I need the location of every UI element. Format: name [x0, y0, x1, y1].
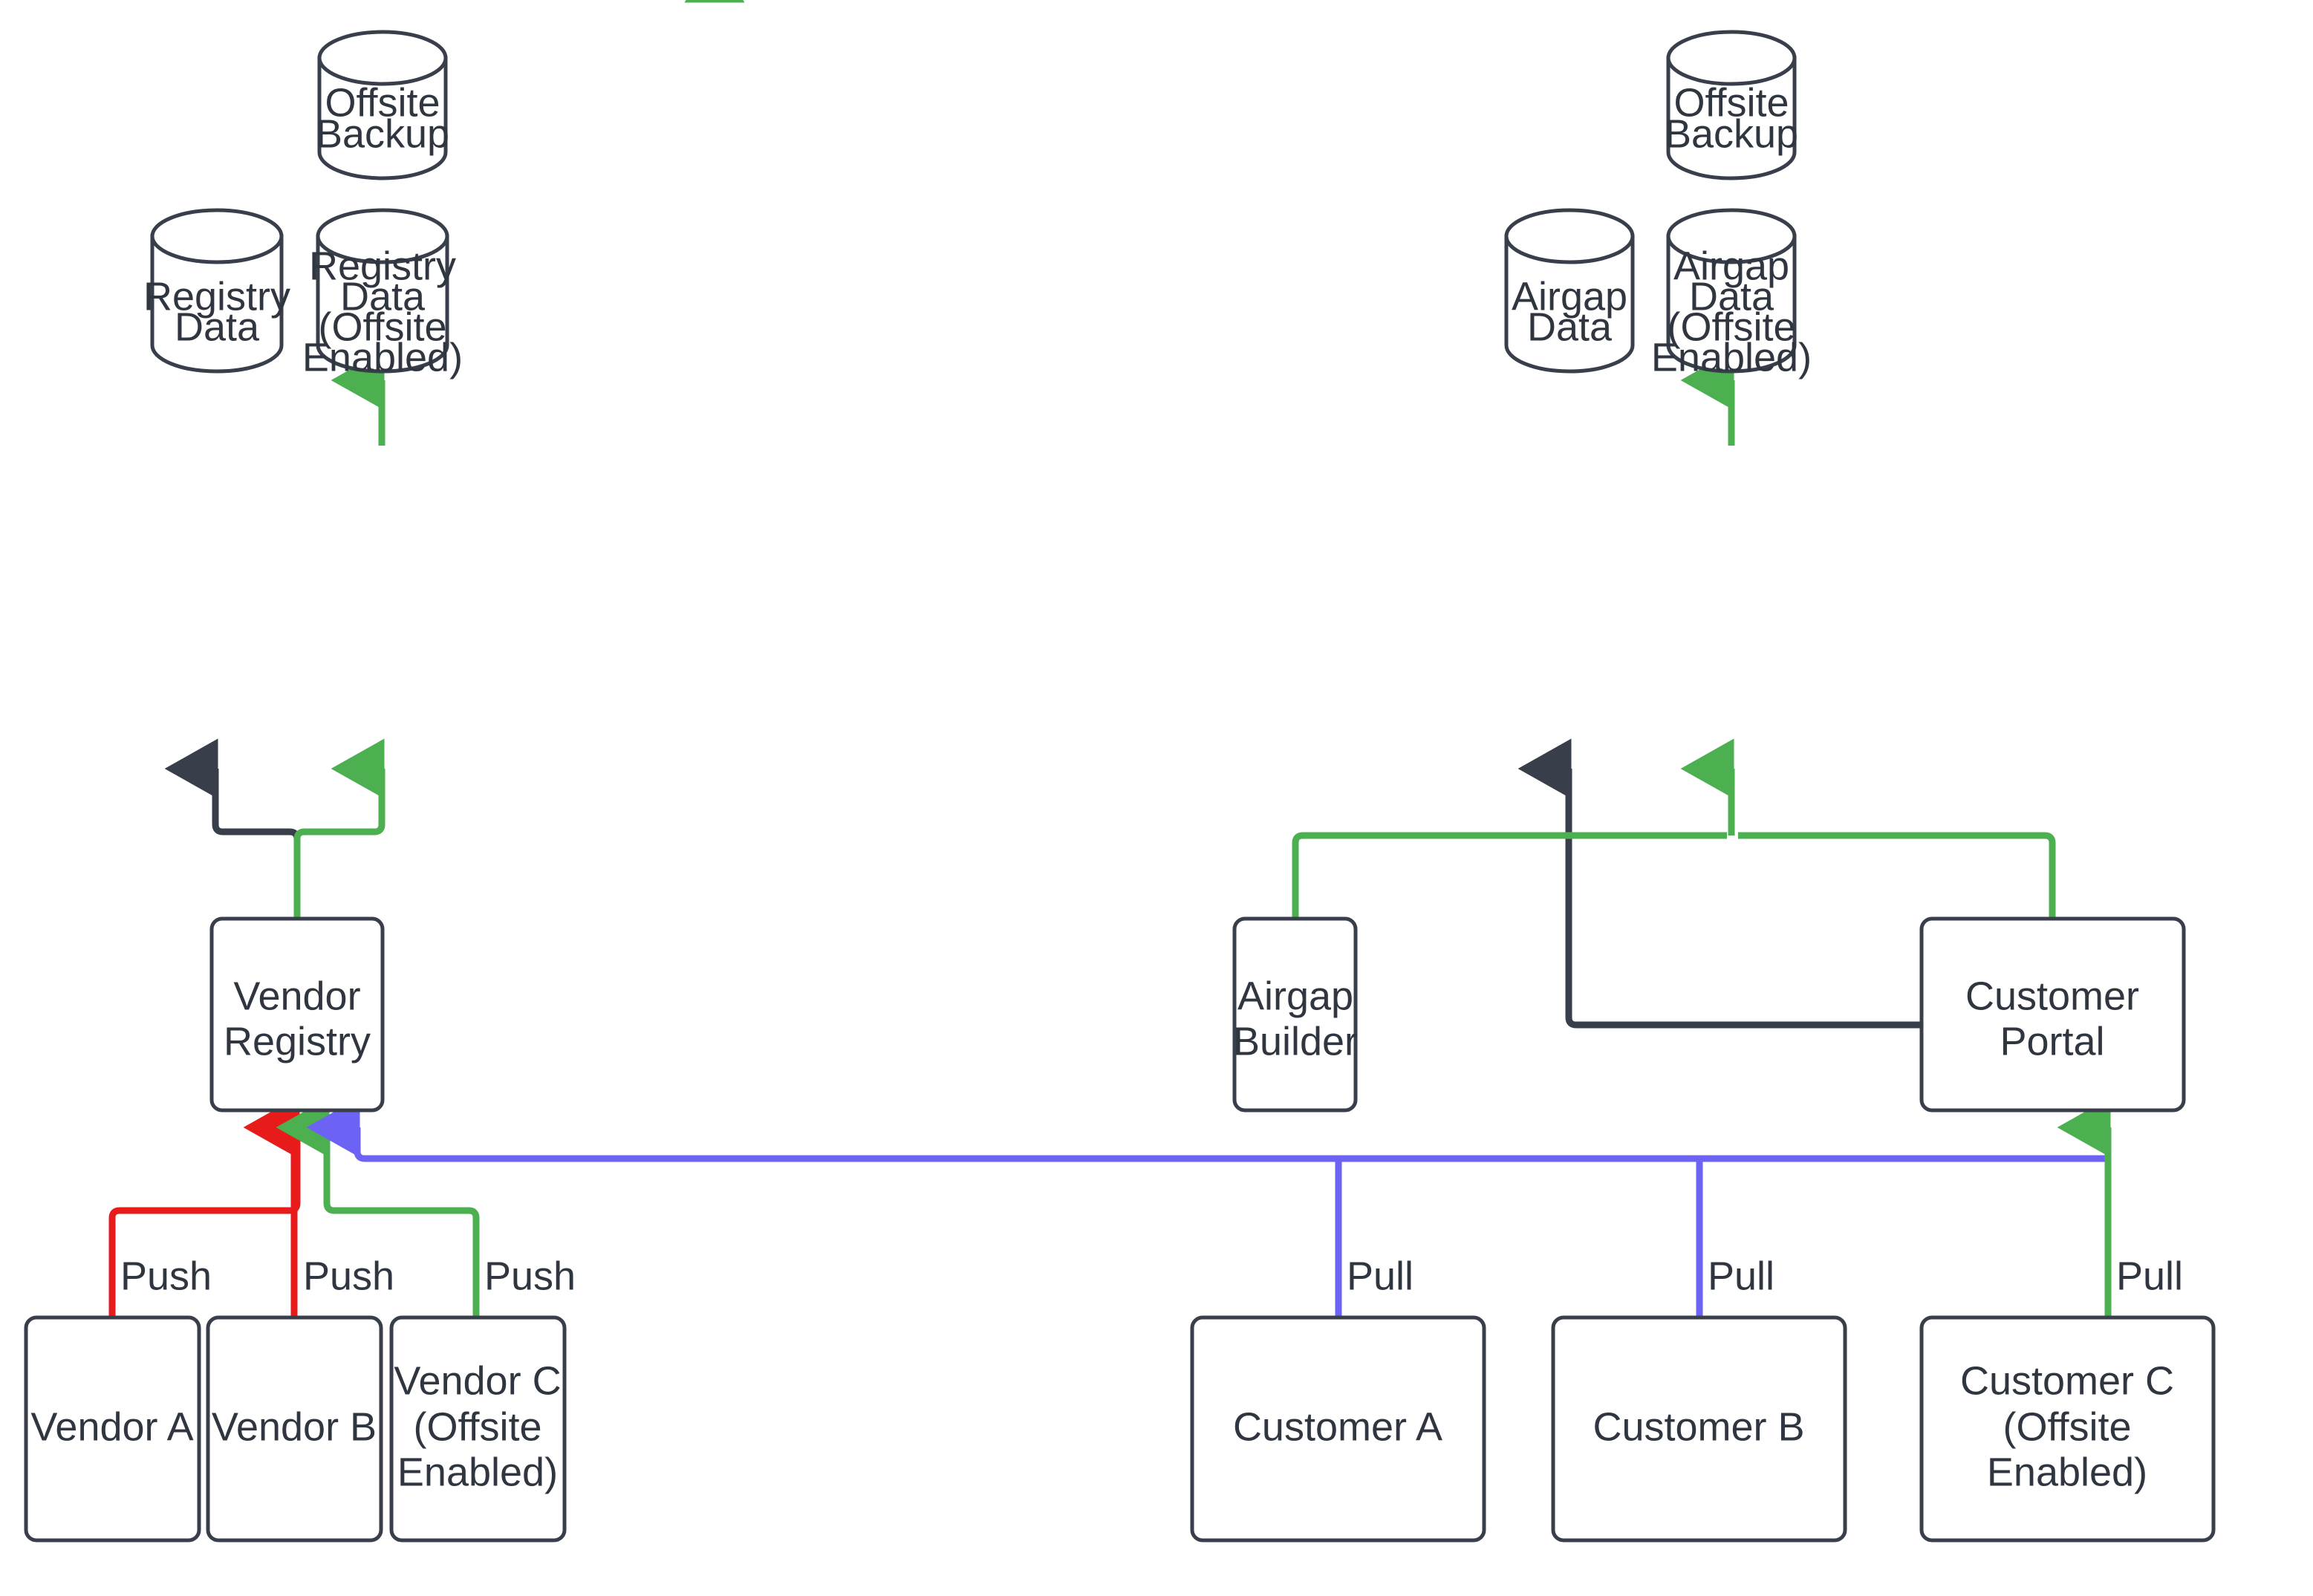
airgap-data-offsite-cylinder-body [1666, 234, 1797, 374]
node-vendor-a[interactable]: Vendor A [24, 1315, 201, 1543]
node-customer-portal[interactable]: Customer Portal [1919, 916, 2186, 1113]
node-vendor-b[interactable]: Vendor B [206, 1315, 383, 1543]
vendor-a-push-label-bg [117, 1255, 206, 1300]
vendor-c-label-line3: Enabled) [397, 1450, 558, 1494]
node-customer-c[interactable]: Customer C (Offsite Enabled) [1919, 1315, 2216, 1543]
registry-data-offsite-label-line2: Data [340, 274, 426, 319]
edge-layer [108, 350, 2112, 1317]
customer-c-pull-label-bg [2113, 1255, 2191, 1300]
vendor-c-push-label-bg [481, 1255, 570, 1300]
node-vendor-registry[interactable]: Vendor Registry [209, 916, 385, 1113]
node-registry-data-offsite[interactable]: Registry Data (Offsite Enabled) [302, 208, 463, 380]
registry-data-offsite-label-line1: Registry [309, 244, 456, 288]
offsite-backup-left-label-line1: Offsite [325, 80, 440, 125]
airgap-builder-box [1232, 916, 1358, 1113]
node-airgap-builder[interactable]: Airgap Builder [1232, 916, 1358, 1113]
customer-c-label-line2: (Offsite [2003, 1404, 2131, 1449]
vendor-b-box [206, 1315, 383, 1543]
node-customer-b[interactable]: Customer B [1551, 1315, 1847, 1543]
registry-data-offsite-label-line3: (Offsite [318, 304, 446, 349]
customer-portal-label-line2: Portal [2000, 1019, 2104, 1064]
customer-portal-box [1919, 916, 2186, 1113]
customer-b-pull-label-bg [1705, 1255, 1783, 1300]
vendor-c-label-line2: (Offsite [413, 1404, 541, 1449]
vendor-b-push-label-bg [300, 1255, 389, 1300]
vendor-registry-label-line1: Vendor [233, 974, 360, 1018]
registry-data-cylinder-top [150, 208, 284, 264]
edge-vendor-registry-to-registry-data [164, 738, 301, 919]
customer-a-box [1190, 1315, 1486, 1543]
edge-customer-portal-to-vendor-registry [306, 1097, 2108, 1162]
customer-c-label-line3: Enabled) [1987, 1450, 2147, 1494]
vendor-c-label-line1: Vendor C [394, 1358, 561, 1403]
customer-b-box [1551, 1315, 1847, 1543]
offsite-backup-right-label-line2: Backup [1665, 111, 1798, 156]
offsite-backup-left-cylinder-top [317, 30, 448, 86]
airgap-data-cylinder-body [1504, 234, 1635, 374]
airgap-builder-label-line2: Builder [1233, 1019, 1358, 1064]
node-vendor-c[interactable]: Vendor C (Offsite Enabled) [389, 1315, 567, 1543]
node-registry-data[interactable]: Registry Data [143, 208, 290, 374]
offsite-backup-right-label-line1: Offsite [1673, 80, 1789, 125]
vendor-b-push-label: Push [303, 1254, 394, 1298]
customer-b-label: Customer B [1593, 1404, 1804, 1449]
edge-label-layer: Push Push Push Pull Pull Pull [117, 1254, 2191, 1300]
customer-a-pull-label-bg [1344, 1255, 1422, 1300]
node-customer-a[interactable]: Customer A [1190, 1315, 1486, 1543]
edge-customer-portal-to-airgap-data [1517, 738, 1922, 1029]
customer-c-label-line1: Customer C [1960, 1358, 2174, 1403]
airgap-data-offsite-label-line1: Airgap [1673, 244, 1789, 288]
vendor-registry-box [209, 916, 385, 1113]
node-airgap-data[interactable]: Airgap Data [1504, 208, 1635, 374]
customer-a-pull-label: Pull [1347, 1254, 1414, 1298]
airgap-data-label-line2: Data [1527, 304, 1613, 349]
node-offsite-backup-left[interactable]: Offsite Backup [316, 30, 449, 180]
vendor-a-label: Vendor A [30, 1404, 193, 1449]
customer-b-pull-label: Pull [1708, 1254, 1774, 1298]
customer-a-label: Customer A [1233, 1404, 1442, 1449]
offsite-backup-left-cylinder-body [317, 56, 448, 180]
node-offsite-backup-right[interactable]: Offsite Backup [1665, 30, 1798, 180]
airgap-builder-label-line1: Airgap [1237, 974, 1353, 1018]
airgap-data-offsite-label-line2: Data [1689, 274, 1774, 319]
airgap-data-cylinder-top [1504, 208, 1635, 264]
airgap-data-offsite-label-line4: Enabled) [1651, 335, 1812, 380]
edge-vendor-c-push [276, 1097, 480, 1317]
node-airgap-data-offsite[interactable]: Airgap Data (Offsite Enabled) [1651, 208, 1812, 380]
airgap-data-offsite-cylinder-top [1666, 208, 1797, 264]
offsite-backup-left-label-line2: Backup [316, 111, 449, 156]
edge-airgap-builder-up [1292, 832, 1727, 919]
registry-data-offsite-cylinder-top [316, 208, 449, 264]
offsite-backup-right-cylinder-top [1666, 30, 1797, 86]
vendor-c-push-label: Push [484, 1254, 576, 1298]
vendor-b-label: Vendor B [212, 1404, 377, 1449]
offsite-backup-right-cylinder-body [1666, 56, 1797, 180]
registry-data-offsite-label-line4: Enabled) [302, 335, 463, 380]
airgap-data-label-line1: Airgap [1512, 274, 1627, 319]
vendor-a-push-label: Push [120, 1254, 212, 1298]
edge-customer-portal-to-airgap-data-offsite [1738, 832, 2056, 919]
registry-data-label-line2: Data [175, 304, 260, 349]
vendor-c-box [389, 1315, 567, 1543]
registry-data-offsite-cylinder-body [316, 234, 449, 374]
customer-c-box [1919, 1315, 2216, 1543]
edge-vendor-registry-to-registry-data-offsite [293, 738, 386, 919]
registry-data-label-line1: Registry [143, 274, 290, 319]
customer-portal-label-line1: Customer [1965, 974, 2139, 1018]
customer-c-pull-label: Pull [2116, 1254, 2183, 1298]
vendor-registry-label-line2: Registry [224, 1019, 371, 1064]
vendor-a-box [24, 1315, 201, 1543]
airgap-data-offsite-label-line3: (Offsite [1667, 304, 1795, 349]
registry-data-cylinder-body [150, 234, 284, 374]
